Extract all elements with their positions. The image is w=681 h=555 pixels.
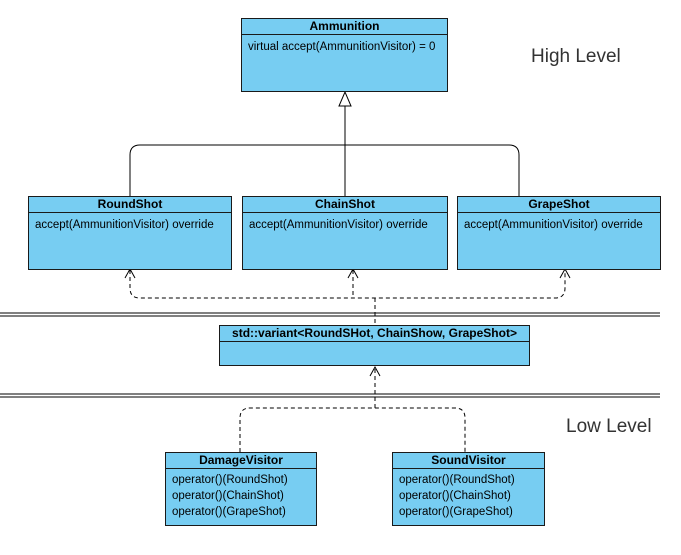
class-member: operator()(RoundShot) [399, 474, 515, 486]
dependency-arrowheads [124, 267, 571, 279]
class-name: GrapeShot [458, 197, 660, 213]
class-member: operator()(ChainShot) [399, 490, 511, 502]
visitor-dependency-connectors [239, 368, 466, 452]
dependency-line-damagevisitor [239, 407, 466, 452]
variant-dependency-connectors [129, 270, 566, 325]
class-variant: std::variant<RoundSHot, ChainShow, Grape… [219, 325, 530, 366]
class-member: operator()(GrapeShot) [172, 506, 286, 518]
class-member: operator()(RoundShot) [172, 474, 288, 486]
inheritance-arrowhead [338, 90, 352, 107]
class-roundshot: RoundShot accept(AmmunitionVisitor) over… [28, 196, 232, 270]
class-name: RoundShot [29, 197, 231, 213]
class-name: Ammunition [242, 19, 447, 35]
class-member: virtual accept(AmmunitionVisitor) = 0 [248, 41, 436, 53]
high-level-label: High Level [531, 46, 621, 67]
class-name: ChainShot [243, 197, 447, 213]
class-name: std::variant<RoundSHot, ChainShow, Grape… [220, 326, 529, 342]
class-member: accept(AmmunitionVisitor) override [249, 219, 428, 231]
class-name: SoundVisitor [393, 453, 544, 469]
open-arrow-variant [369, 365, 381, 377]
inheritance-line-roundshot [129, 106, 346, 196]
class-name: DamageVisitor [166, 453, 316, 469]
class-ammunition: Ammunition virtual accept(AmmunitionVisi… [241, 18, 448, 92]
class-member: accept(AmmunitionVisitor) override [464, 219, 643, 231]
class-member: operator()(GrapeShot) [399, 506, 513, 518]
class-soundvisitor: SoundVisitor operator()(RoundShot) opera… [392, 452, 545, 526]
class-chainshot: ChainShot accept(AmmunitionVisitor) over… [242, 196, 448, 270]
class-member: accept(AmmunitionVisitor) override [35, 219, 214, 231]
inheritance-line-grapeshot [345, 144, 520, 196]
class-damagevisitor: DamageVisitor operator()(RoundShot) oper… [165, 452, 317, 526]
dependency-line-roundshot [129, 270, 566, 299]
low-level-label: Low Level [566, 416, 652, 437]
level-separators [0, 312, 660, 398]
class-member: operator()(ChainShot) [172, 490, 284, 502]
inheritance-connectors [129, 90, 520, 196]
class-grapeshot: GrapeShot accept(AmmunitionVisitor) over… [457, 196, 661, 270]
